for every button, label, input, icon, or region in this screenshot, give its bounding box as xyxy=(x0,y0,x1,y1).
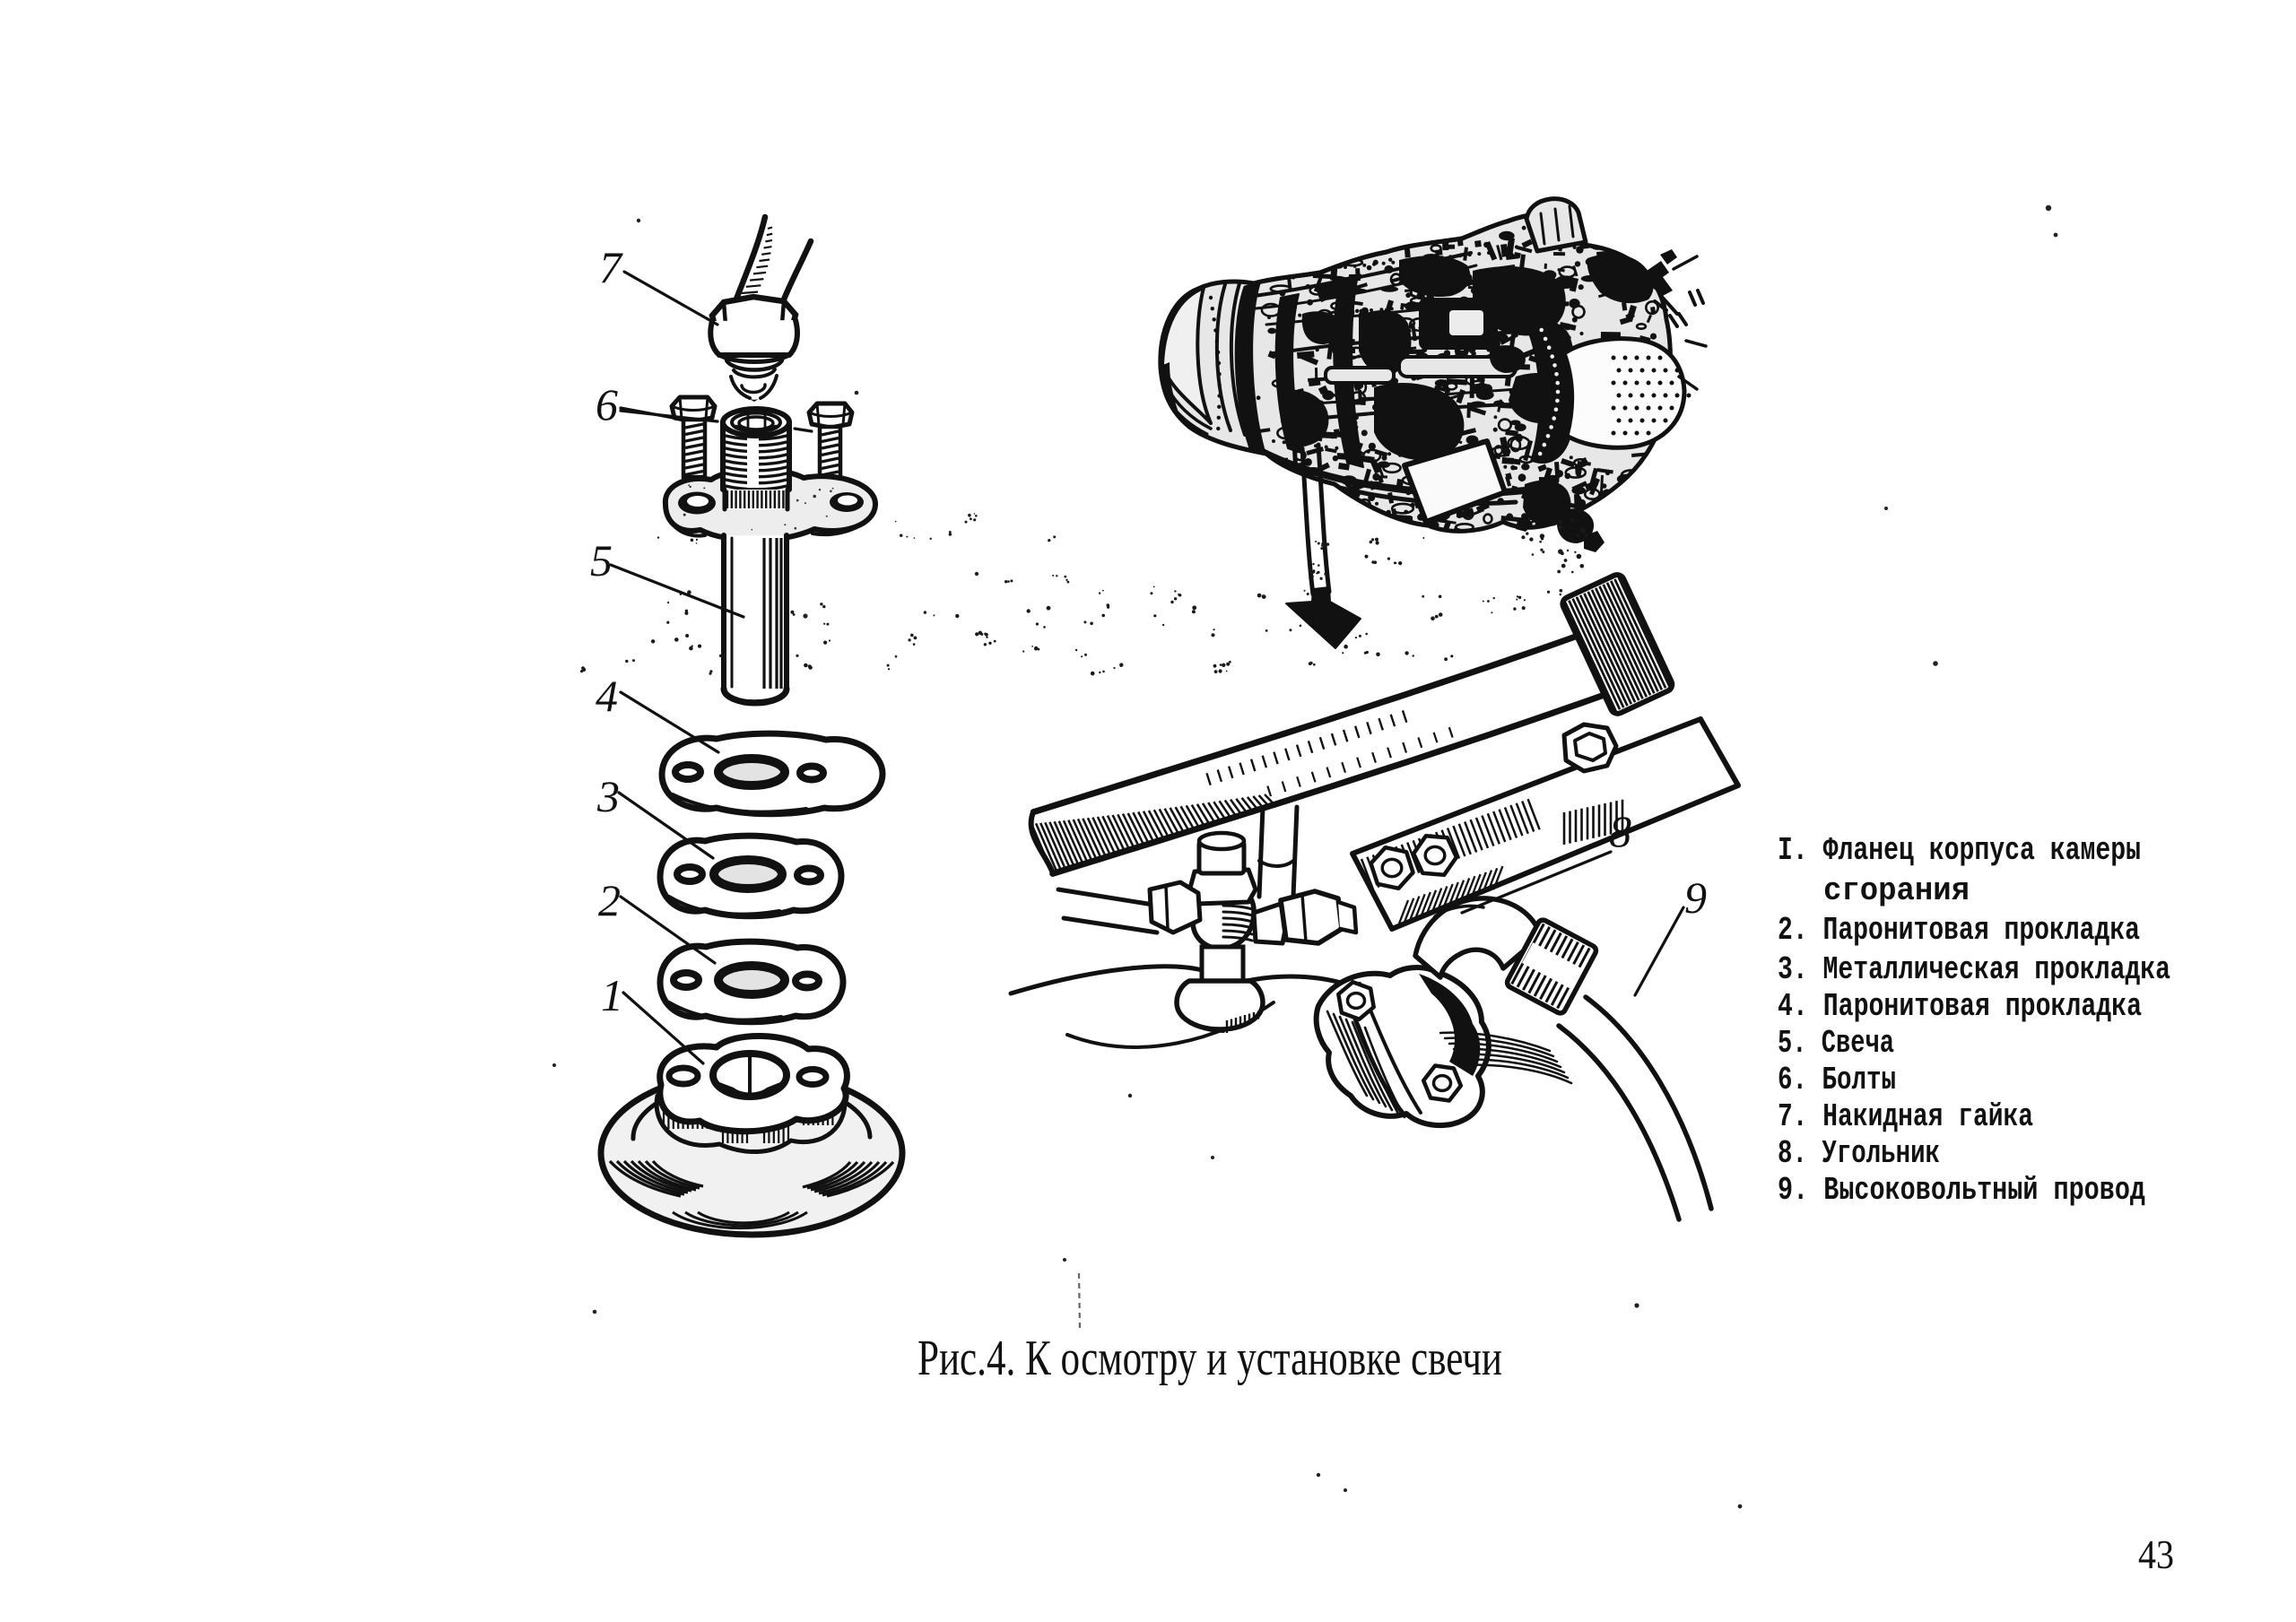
svg-text:6. Болты: 6. Болты xyxy=(1778,1062,1896,1098)
svg-text:8: 8 xyxy=(1609,806,1631,856)
svg-text:6: 6 xyxy=(596,379,618,429)
svg-text:8. Угольник: 8. Угольник xyxy=(1778,1135,1940,1172)
svg-text:Рис.4. К осмотру и установке с: Рис.4. К осмотру и установке свечи xyxy=(918,1331,1502,1386)
svg-text:43: 43 xyxy=(2138,1531,2174,1577)
svg-text:3. Металлическая прокладка: 3. Металлическая прокладка xyxy=(1778,951,2170,988)
svg-text:1: 1 xyxy=(601,970,623,1020)
svg-text:сгорания: сгорания xyxy=(1823,872,1970,909)
svg-text:9: 9 xyxy=(1684,872,1707,923)
svg-text:2: 2 xyxy=(598,875,621,925)
svg-text:3: 3 xyxy=(596,771,620,821)
svg-text:4. Паронитовая прокладка: 4. Паронитовая прокладка xyxy=(1778,988,2142,1025)
svg-text:5: 5 xyxy=(590,535,613,585)
svg-text:4: 4 xyxy=(596,671,618,721)
svg-text:I. Фланец корпуса камеры: I. Фланец корпуса камеры xyxy=(1778,832,2141,869)
svg-text:5. Свеча: 5. Свеча xyxy=(1778,1025,1894,1062)
svg-text:9. Высоковольтный провод: 9. Высоковольтный провод xyxy=(1778,1172,2145,1209)
svg-text:2. Паронитовая прокладка: 2. Паронитовая прокладка xyxy=(1778,912,2140,949)
svg-text:7: 7 xyxy=(599,242,623,292)
svg-text:7. Накидная гайка: 7. Накидная гайка xyxy=(1778,1098,2033,1135)
